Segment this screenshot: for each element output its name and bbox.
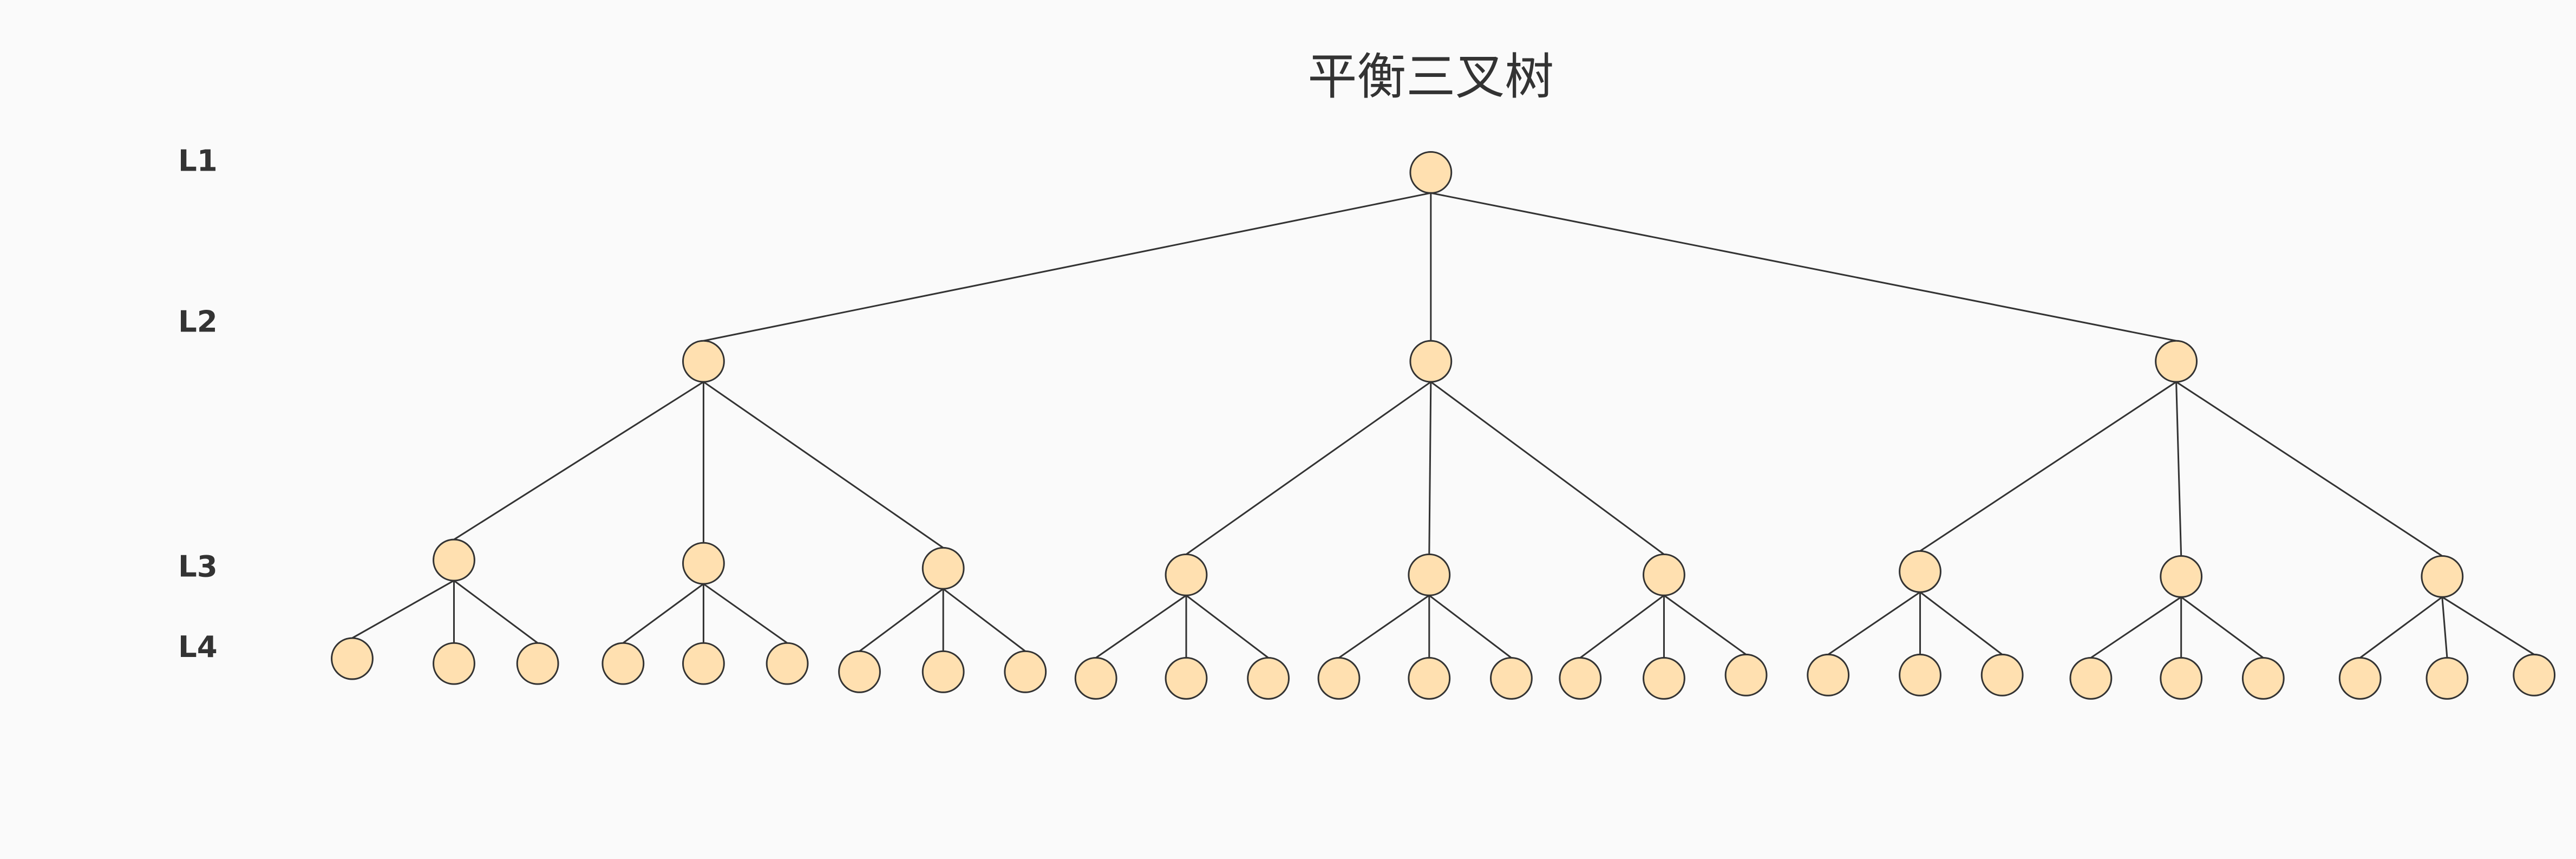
tree-node-level-4: [2513, 653, 2556, 697]
tree-edge: [453, 381, 704, 541]
tree-node-level-4: [1643, 657, 1685, 700]
diagram-title: 平衡三叉树: [1307, 49, 1554, 106]
tree-node-level-4: [2069, 657, 2113, 700]
tree-node-level-4: [838, 650, 881, 693]
tree-node-level-3: [2160, 555, 2203, 598]
tree-node-level-4: [2160, 657, 2203, 700]
tree-edge: [1919, 381, 2177, 552]
tree-edge: [453, 580, 539, 644]
tree-edge: [1428, 382, 1432, 555]
tree-edge: [2175, 382, 2182, 556]
tree-node-level-4: [682, 642, 725, 685]
tree-node-level-4: [1724, 653, 1768, 697]
tree-node-level-4: [1247, 657, 1290, 700]
tree-node-level-4: [1980, 653, 2024, 697]
tree-node-level-3: [2421, 555, 2464, 598]
tree-node-level-4: [433, 642, 475, 685]
tree-node-level-2: [2155, 340, 2198, 383]
tree-edge: [703, 192, 1431, 342]
tree-node-level-3: [1408, 553, 1451, 596]
level-label-l2: L2: [178, 304, 218, 339]
tree-edge: [622, 583, 704, 644]
tree-edge: [703, 381, 944, 549]
tree-node-level-4: [1004, 650, 1047, 693]
tree-node-level-4: [331, 637, 374, 680]
tree-edge: [1430, 192, 2176, 342]
tree-edge: [859, 588, 944, 652]
tree-node-level-4: [1317, 657, 1361, 700]
tree-node-level-3: [433, 538, 475, 582]
tree-node-level-4: [516, 642, 559, 685]
tree-edge: [2180, 596, 2264, 659]
tree-node-level-4: [766, 642, 809, 685]
tree-edge: [1338, 595, 1430, 659]
tree-node-level-4: [1074, 657, 1117, 700]
tree-edge: [943, 588, 1026, 652]
tree-edge: [1186, 381, 1431, 555]
tree-node-level-4: [1489, 657, 1533, 700]
nodes: [331, 151, 2556, 700]
tree-node-level-3: [1165, 553, 1208, 596]
tree-edge: [1663, 595, 1747, 655]
edges: [351, 192, 2535, 659]
level-label-l3: L3: [178, 549, 218, 583]
tree-node-level-4: [2241, 657, 2285, 700]
tree-edge: [2175, 381, 2443, 557]
tree-node-level-3: [682, 542, 725, 585]
tree-edge: [2359, 596, 2443, 659]
tree-node-level-1: [1409, 151, 1453, 194]
tree-edge: [1095, 595, 1187, 659]
level-label-l4: L4: [178, 629, 218, 664]
tree-edge: [2441, 597, 2448, 658]
tree-node-level-4: [1899, 653, 1941, 697]
tree-edge: [703, 583, 788, 644]
tree-node-level-2: [682, 340, 725, 383]
tree-node-level-4: [2425, 657, 2469, 700]
tree-edge: [2442, 596, 2535, 655]
tree-node-level-4: [2338, 657, 2382, 700]
tree-edge: [1579, 595, 1665, 659]
tree-node-level-2: [1409, 340, 1453, 383]
tree-node-level-4: [1165, 657, 1208, 700]
tree-edge: [1919, 591, 2003, 655]
tree-node-level-4: [1408, 657, 1451, 700]
tree-node-level-3: [1643, 553, 1685, 596]
tree-node-level-4: [601, 642, 645, 685]
tree-edge: [1827, 591, 1921, 655]
tree-node-level-4: [1559, 657, 1602, 700]
tree-edge: [1186, 595, 1269, 659]
tree-node-level-4: [1807, 653, 1850, 697]
tree-edge: [1430, 381, 1665, 555]
tree-node-level-3: [921, 546, 965, 590]
tree-node-level-4: [921, 650, 965, 693]
level-label-l1: L1: [178, 143, 218, 178]
tree-edge: [1428, 595, 1512, 659]
tree-edge: [351, 580, 455, 639]
tree-node-level-3: [1899, 550, 1941, 593]
tree-edge: [2090, 596, 2182, 659]
